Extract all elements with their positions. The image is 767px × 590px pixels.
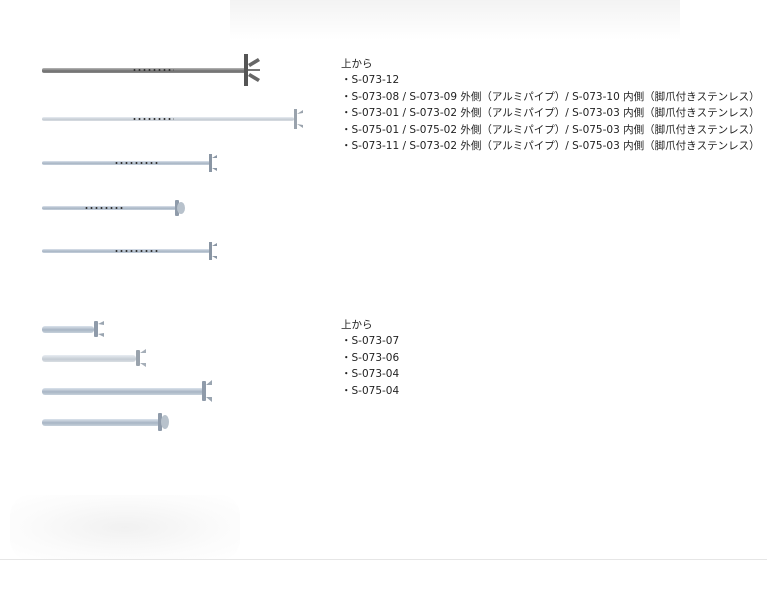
list-item: ・S-073-08 / S-073-09 外側（アルミパイプ）/ S-073-1… <box>341 90 760 103</box>
rod-image-s-075-04 <box>42 411 170 433</box>
top-shadow <box>230 0 680 40</box>
list-heading: 上から <box>341 319 373 331</box>
list-heading: 上から <box>341 58 373 70</box>
rod-image-s-073-06 <box>42 348 148 368</box>
list-item: ・S-073-07 <box>341 335 400 348</box>
rod-image-s-073-12 <box>42 52 262 88</box>
rod-image-s-075-01 <box>42 198 186 218</box>
list-item: ・S-073-12 <box>341 74 400 87</box>
list-item: ・S-075-01 / S-075-02 外側（アルミパイプ）/ S-075-0… <box>341 123 760 136</box>
list-item: ・S-073-06 <box>341 351 400 364</box>
rod-image-s-073-04 <box>42 379 214 403</box>
rod-image-s-073-08 <box>42 108 304 130</box>
bottom-shadow <box>10 495 240 560</box>
bottom-divider <box>0 559 767 560</box>
rod-image-s-073-11 <box>42 241 218 261</box>
list-item: ・S-075-04 <box>341 384 400 397</box>
list-item: ・S-073-11 / S-073-02 外側（アルミパイプ）/ S-075-0… <box>341 140 760 153</box>
list-item: ・S-073-01 / S-073-02 外側（アルミパイプ）/ S-073-0… <box>341 107 760 120</box>
product-list-2: 上から ・S-073-07 ・S-073-06 ・S-073-04 ・S-075… <box>341 317 399 399</box>
product-list-1: 上から ・S-073-12 ・S-073-08 / S-073-09 外側（アル… <box>341 56 760 154</box>
list-item: ・S-073-04 <box>341 368 400 381</box>
rod-image-s-073-07 <box>42 319 106 339</box>
rod-image-s-073-01 <box>42 153 218 173</box>
